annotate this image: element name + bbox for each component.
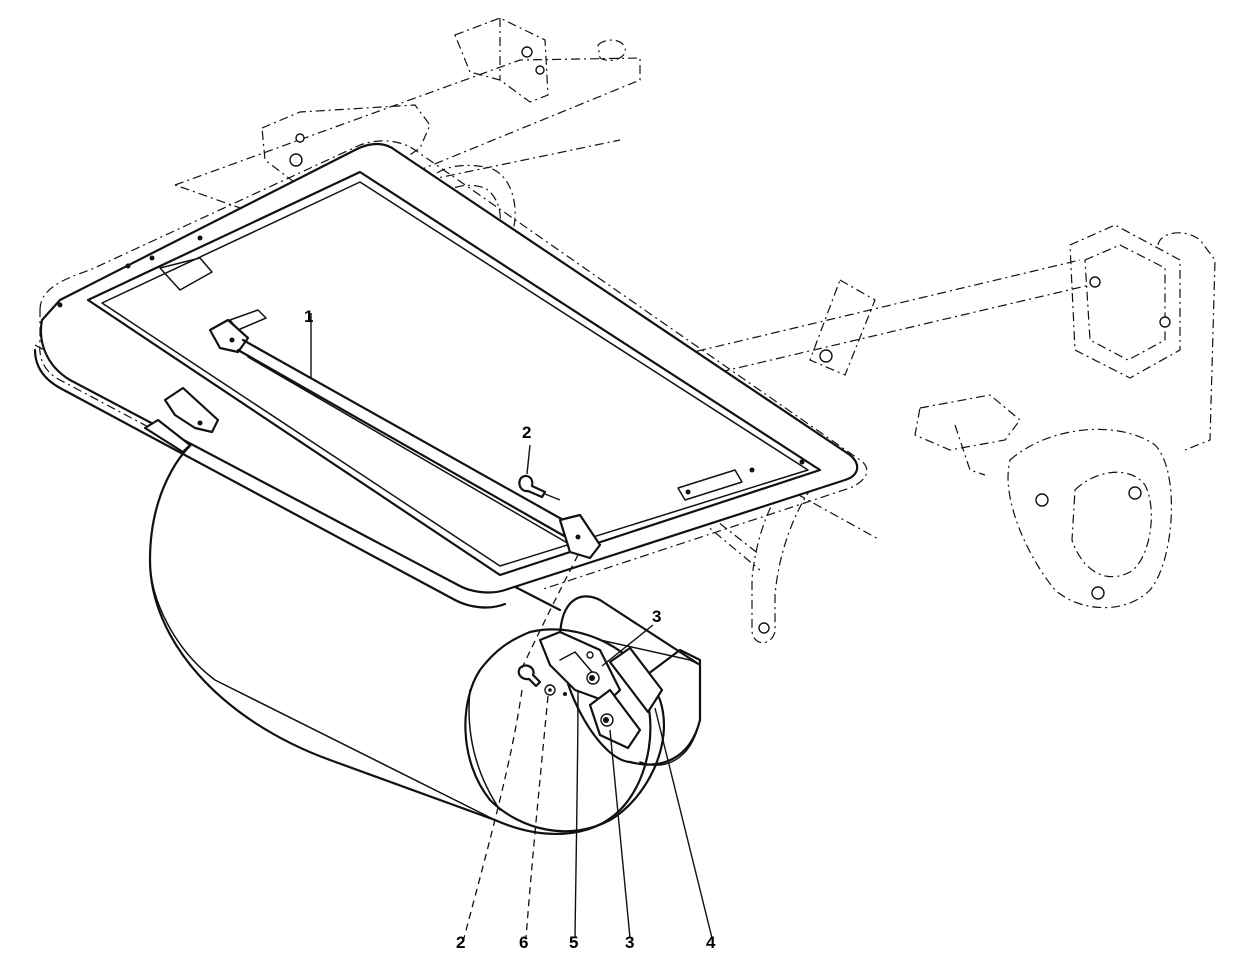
tank-cradle [33, 142, 859, 609]
callout-3-top: 3 [652, 607, 661, 626]
callout-2-bottom: 2 [456, 933, 465, 952]
callout-labels: 1 2 3 2 6 5 3 4 [304, 307, 716, 952]
callout-5-bottom: 5 [569, 933, 578, 952]
callout-3-bottom: 3 [625, 933, 634, 952]
strap-part-1 [208, 318, 602, 560]
callout-2-top: 2 [522, 423, 531, 442]
callout-1: 1 [304, 307, 313, 326]
strap-end-hardware [517, 474, 664, 750]
callout-6-bottom: 6 [519, 933, 528, 952]
leader-lines [310, 313, 713, 939]
callout-4-bottom: 4 [706, 933, 716, 952]
